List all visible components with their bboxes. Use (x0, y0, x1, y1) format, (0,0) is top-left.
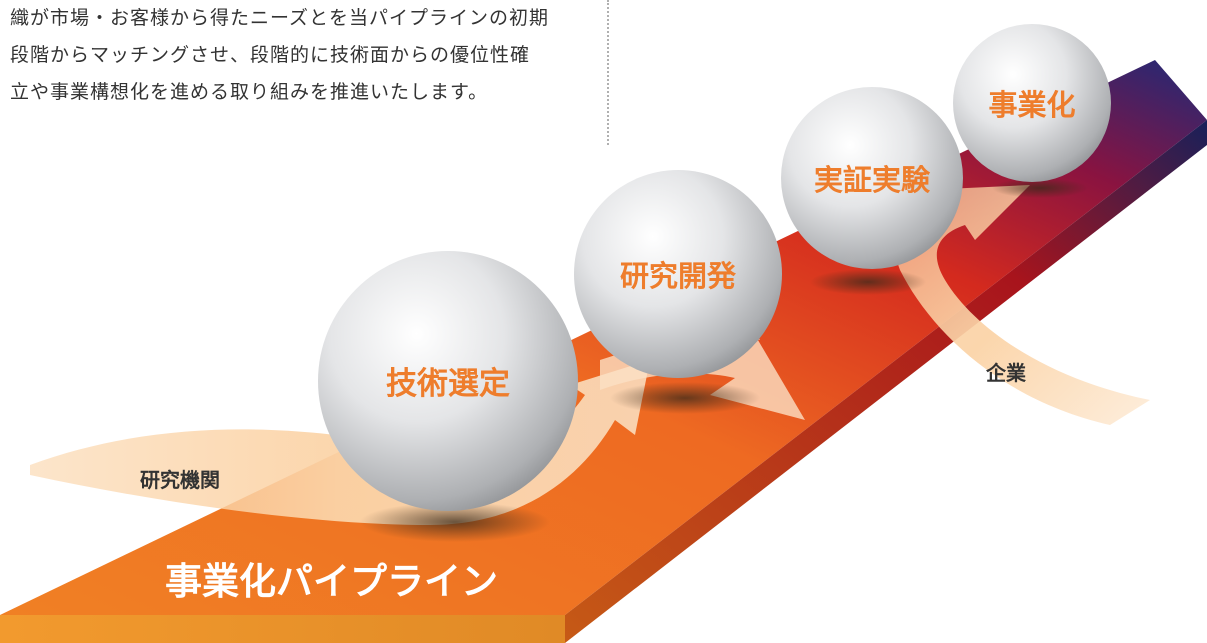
sphere (574, 170, 782, 378)
intro-line-3: 立や事業構想化を進める取り組みを推進いたします。 (10, 81, 489, 103)
stage-label-commercialization: 事業化 (988, 88, 1075, 122)
sphere (318, 251, 578, 511)
intro-line-1: 織が市場・お客様から得たニーズとを当パイプラインの初期 (10, 7, 550, 29)
intro-paragraph: 織が市場・お客様から得たニーズとを当パイプラインの初期 段階からマッチングさせ、… (10, 0, 600, 111)
sphere-shadow-1 (360, 502, 550, 542)
stage-label-tech-selection: 技術選定 (386, 366, 510, 402)
pipeline-label: 事業化パイプライン (165, 560, 498, 603)
stage-research-development: 研究開発 (574, 170, 782, 378)
sphere-shadow-3 (810, 269, 926, 295)
sphere-shadow-2 (610, 382, 760, 414)
sphere (953, 24, 1111, 182)
stage-tech-selection: 技術選定 (318, 251, 578, 511)
inflow-arrow-right (896, 185, 1150, 425)
dotted-divider (607, 0, 609, 145)
intro-line-2: 段階からマッチングさせ、段階的に技術面からの優位性確 (10, 44, 531, 66)
stage-commercialization: 事業化 (953, 24, 1111, 182)
pipeline-board-side (565, 120, 1207, 643)
stage-label-research-development: 研究開発 (620, 259, 737, 293)
inflow-label-research-institutes: 研究機関 (140, 468, 220, 492)
stage-label-demonstration: 実証実験 (814, 163, 931, 197)
stage-demonstration: 実証実験 (781, 87, 963, 269)
sphere (781, 87, 963, 269)
inflow-label-companies: 企業 (985, 361, 1027, 385)
pipeline-board-front (0, 615, 565, 643)
sphere-shadow-4 (992, 178, 1088, 198)
